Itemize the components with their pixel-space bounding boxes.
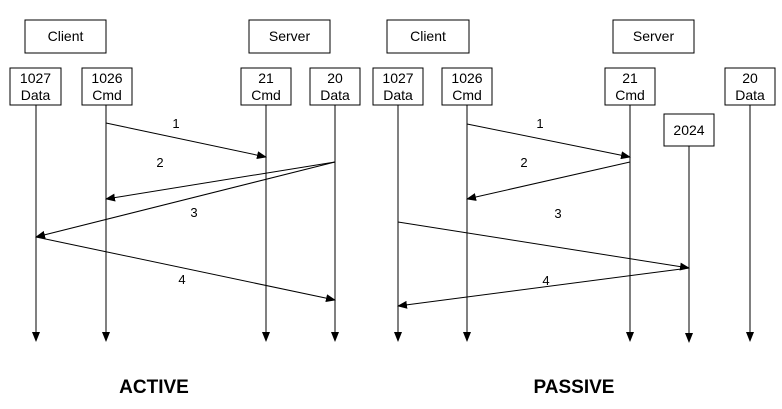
active-client-box: Client [24, 19, 107, 54]
port-number: 1027 [382, 70, 413, 86]
port-type: Cmd [615, 87, 645, 103]
port-number: 20 [327, 70, 343, 86]
passive-port-21-cmd: 21 Cmd [604, 67, 656, 106]
active-message-3-label: 3 [190, 205, 197, 220]
passive-client-label: Client [410, 28, 446, 44]
active-port-21-cmd: 21 Cmd [240, 67, 292, 106]
port-number: 2024 [673, 122, 704, 138]
active-message-2-label: 2 [156, 155, 163, 170]
active-message-4 [35, 236, 336, 303]
port-type: Cmd [92, 87, 122, 103]
active-message-1 [105, 122, 267, 160]
passive-port-1027-data: 1027 Data [372, 67, 424, 106]
port-number: 21 [258, 70, 274, 86]
port-type: Data [735, 87, 765, 103]
passive-server-label: Server [633, 28, 675, 44]
active-panel: Client Server 1027 Data 1026 Cmd 21 Cmd … [9, 19, 361, 398]
port-number: 1026 [91, 70, 122, 86]
passive-client-box: Client [386, 19, 470, 54]
active-client-label: Client [48, 28, 84, 44]
passive-message-1 [466, 123, 631, 160]
port-type: Data [320, 87, 350, 103]
port-number: 21 [622, 70, 638, 86]
port-number: 1026 [451, 70, 482, 86]
passive-message-3 [397, 221, 690, 271]
active-message-1-label: 1 [172, 116, 179, 131]
active-message-2 [105, 161, 336, 202]
passive-message-2-label: 2 [520, 155, 527, 170]
active-port-1026-cmd: 1026 Cmd [81, 67, 133, 106]
passive-port-2024: 2024 [663, 113, 715, 147]
passive-server-box: Server [612, 19, 695, 54]
active-mode-label: ACTIVE [119, 377, 189, 398]
port-number: 20 [742, 70, 758, 86]
passive-message-2 [466, 161, 631, 201]
passive-panel: Client Server 1027 Data 1026 Cmd 21 Cmd … [372, 19, 776, 398]
active-server-label: Server [269, 28, 311, 44]
passive-message-1-label: 1 [536, 116, 543, 131]
passive-message-4-label: 4 [542, 273, 549, 288]
passive-mode-label: PASSIVE [534, 377, 615, 398]
active-message-3 [35, 161, 336, 239]
passive-message-3-label: 3 [554, 206, 561, 221]
passive-message-4 [397, 267, 690, 309]
active-port-20-data: 20 Data [309, 67, 361, 106]
active-server-box: Server [248, 19, 331, 54]
port-type: Cmd [452, 87, 482, 103]
port-type: Data [21, 87, 51, 103]
port-number: 1027 [20, 70, 51, 86]
passive-port-20-data: 20 Data [724, 67, 776, 106]
port-type: Data [383, 87, 413, 103]
active-port-1027-data: 1027 Data [9, 67, 62, 106]
active-message-4-label: 4 [178, 272, 185, 287]
port-type: Cmd [251, 87, 281, 103]
passive-port-1026-cmd: 1026 Cmd [441, 67, 493, 106]
